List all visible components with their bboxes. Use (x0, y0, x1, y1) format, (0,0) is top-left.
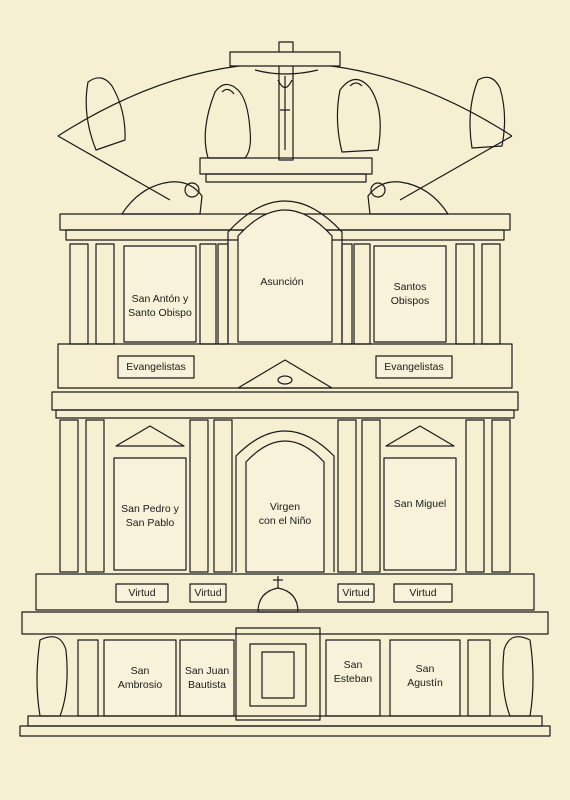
figure-virgin (204, 83, 252, 159)
label-san-anton: San Antón y Santo Obispo (128, 293, 192, 319)
atlas-left (36, 636, 68, 717)
middle-cornice (51, 391, 519, 411)
virtud-frieze (35, 573, 535, 611)
label-virtud-1: Virtud (128, 587, 156, 599)
label-virtud-4: Virtud (409, 587, 437, 599)
pediment-center (237, 359, 333, 389)
atlas-right (502, 636, 534, 717)
niche-asuncion (237, 209, 333, 343)
label-san-esteban: San Esteban (333, 659, 373, 685)
label-asuncion: Asunción (260, 276, 304, 288)
panel-san-agustin (389, 639, 461, 717)
middle-columns (59, 419, 511, 573)
tabernacle (235, 627, 321, 721)
label-santos-obispos: Santos Obispos (390, 281, 430, 307)
scroll-right (367, 181, 449, 215)
panel-san-anton (123, 245, 197, 343)
panel-san-esteban (325, 639, 381, 717)
panel-san-juan (179, 639, 235, 717)
base-molding (27, 715, 543, 727)
label-san-juan: San Juan Bautista (184, 665, 230, 691)
niche-virgen (245, 440, 325, 573)
panel-san-miguel (383, 457, 457, 571)
label-virtud-3: Virtud (342, 587, 370, 599)
label-san-ambrosio: San Ambrosio (117, 665, 163, 691)
figure-far-right (469, 76, 506, 149)
tabernacle-dome (257, 576, 299, 613)
label-san-miguel: San Miguel (393, 498, 447, 510)
label-san-pedro: San Pedro y San Pablo (121, 503, 179, 529)
scroll-left (121, 181, 203, 215)
label-evangelistas-left: Evangelistas (126, 361, 186, 373)
arc-ray-left (57, 135, 171, 201)
figure-john (336, 78, 381, 153)
panel-santos-obispos (373, 245, 447, 343)
label-san-agustin: San Agustín (407, 663, 443, 689)
crucifix (229, 41, 341, 161)
arc-ray-right (399, 135, 513, 201)
predella-cornice (21, 611, 549, 635)
label-evangelistas-right: Evangelistas (384, 361, 444, 373)
panel-san-pedro (113, 457, 187, 571)
label-virgen: Virgen con el Niño (258, 501, 312, 527)
figure-far-left (85, 77, 126, 151)
label-virtud-2: Virtud (194, 587, 222, 599)
